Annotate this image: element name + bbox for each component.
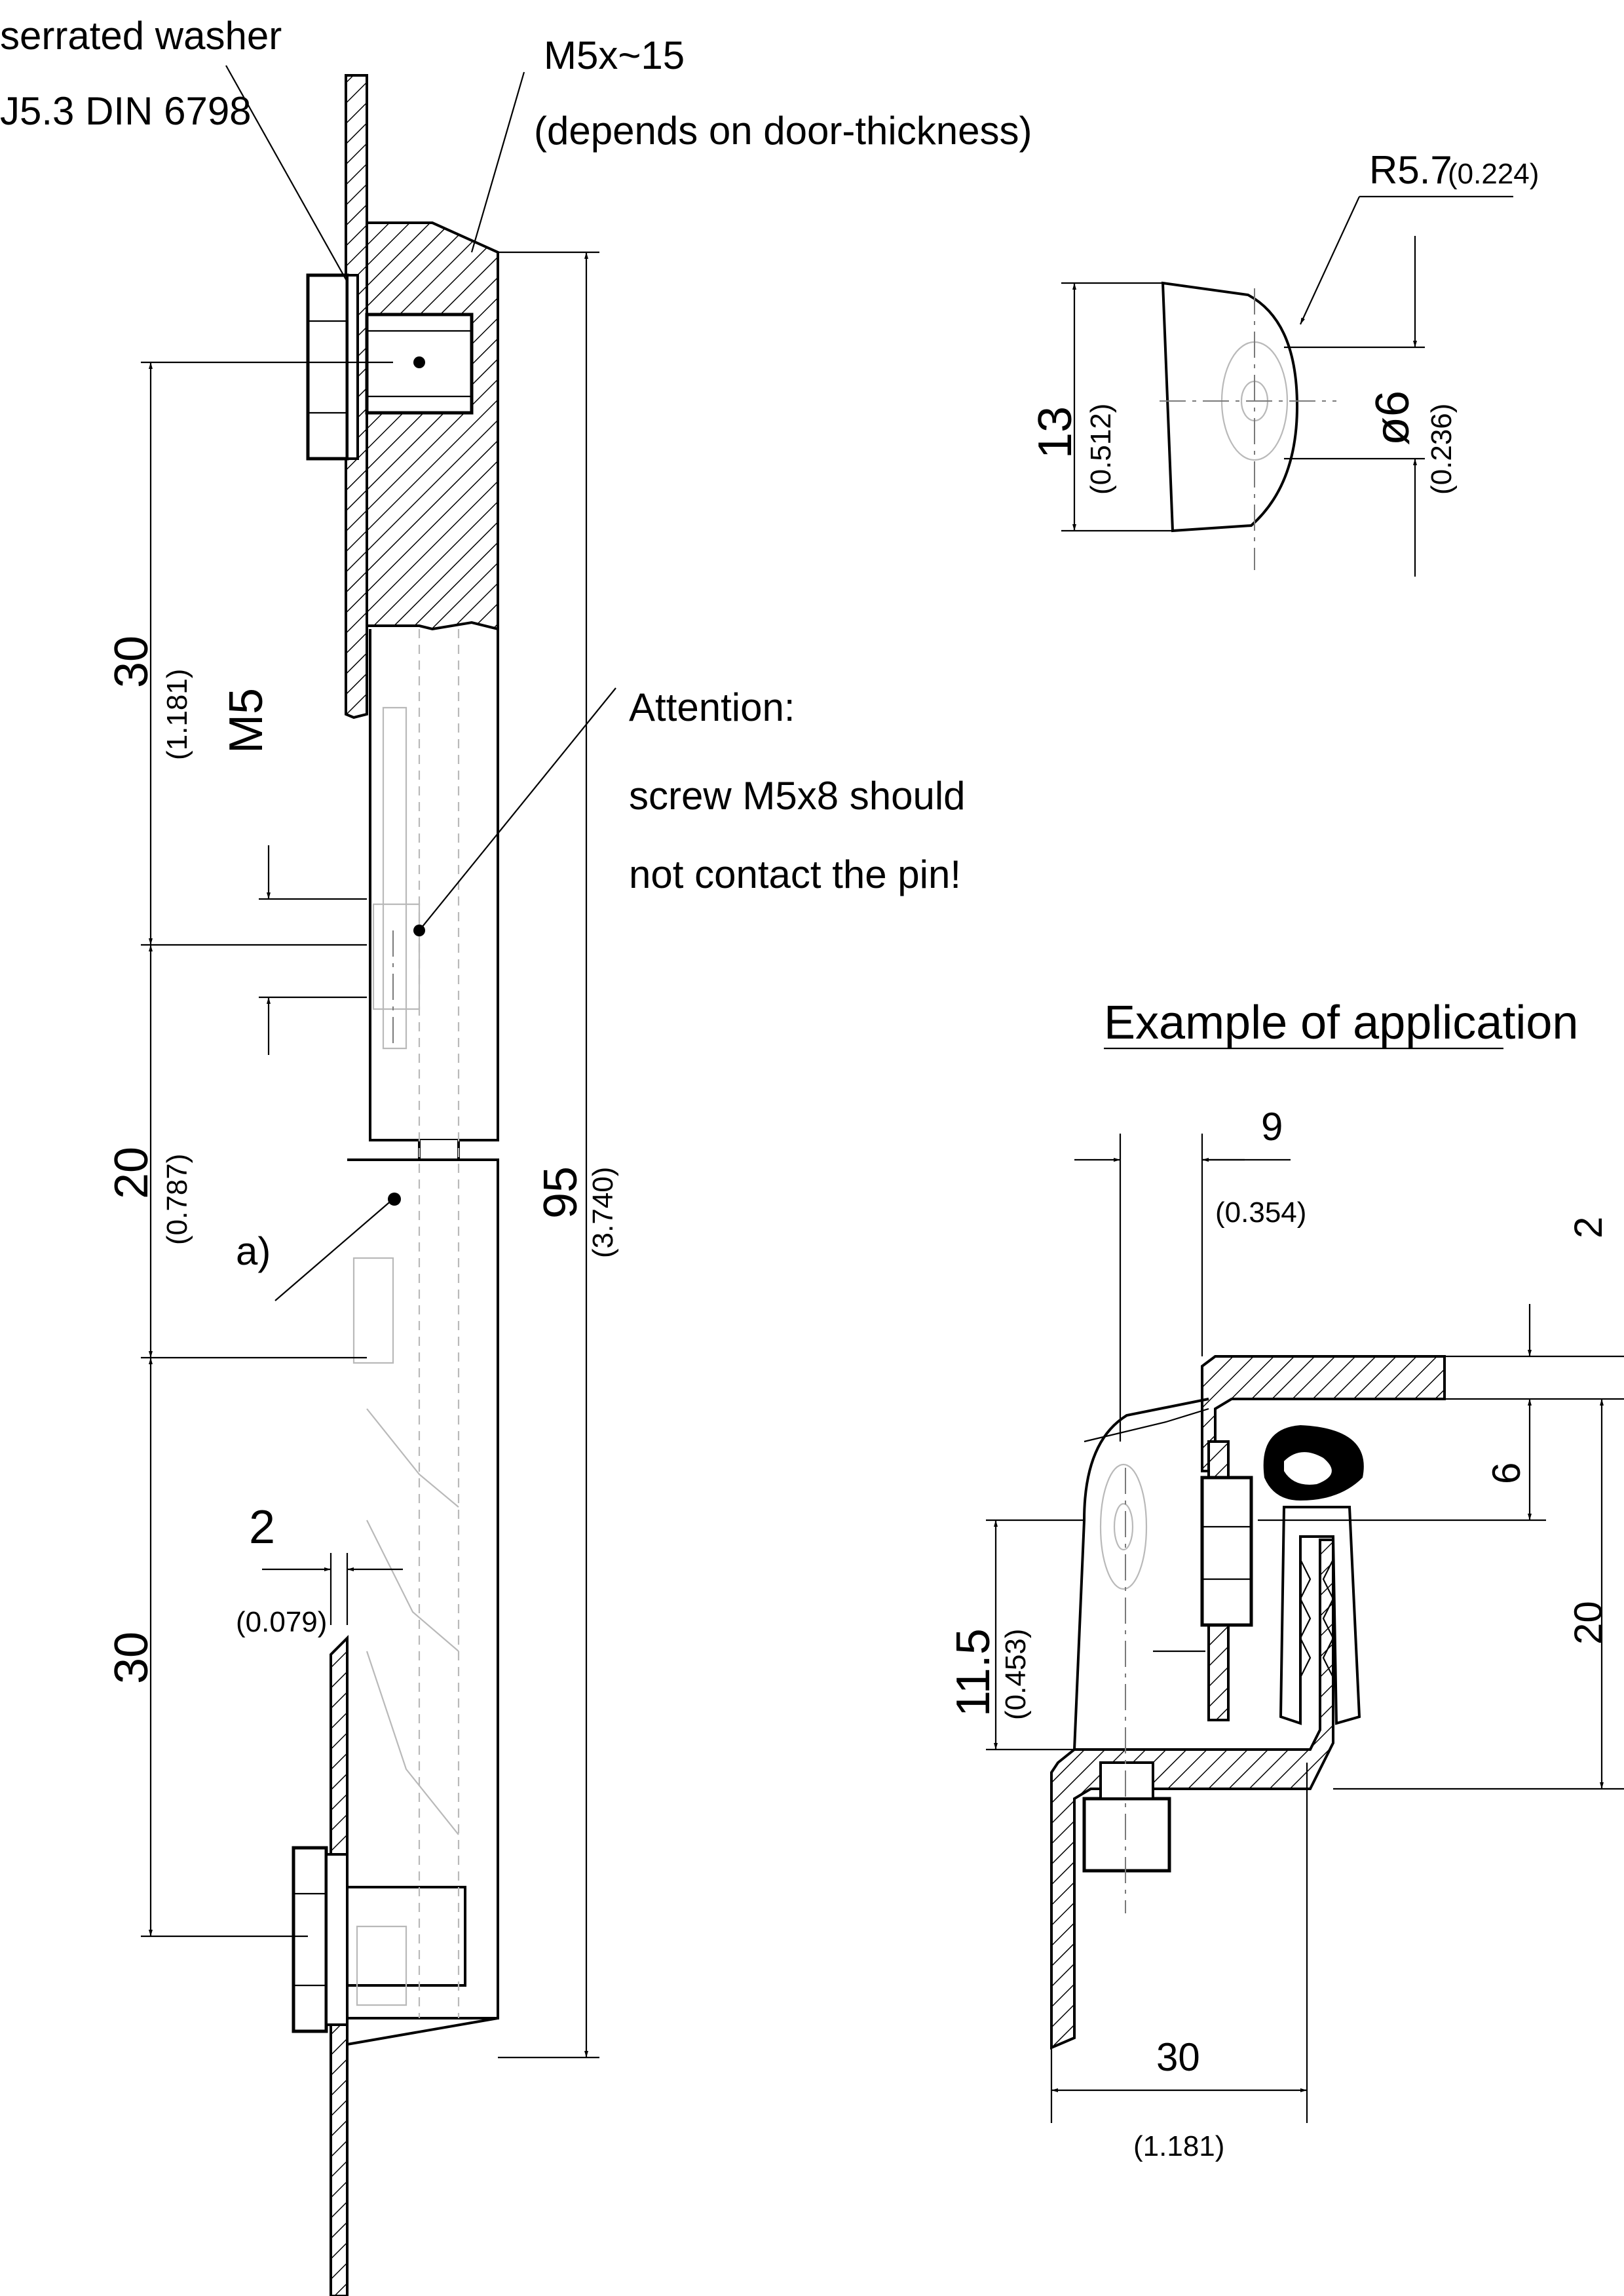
- washer-spec-label: J5.3 DIN 6798: [0, 89, 252, 133]
- dim-13: 13: [1029, 406, 1082, 459]
- dim-95: 95: [535, 1166, 587, 1219]
- attention-line-2: not contact the pin!: [629, 852, 961, 896]
- dim-30-app: 30: [1156, 2035, 1200, 2079]
- dim-13-inch: (0.512): [1085, 404, 1117, 495]
- door-sheet-top: [1201, 1355, 1446, 1472]
- knuckle-detail: [1061, 195, 1513, 577]
- leader-lines: [225, 65, 616, 1301]
- application-bottom-nut: [1082, 1797, 1171, 1873]
- bottom-bolt-head: [292, 1846, 328, 2033]
- knuckle-profile: [1161, 281, 1299, 533]
- attention-title: Attention:: [629, 685, 795, 729]
- dim-9-inch: (0.354): [1215, 1196, 1306, 1229]
- screw-note-label: (depends on door-thickness): [534, 109, 1032, 153]
- example-title: Example of application: [1104, 997, 1578, 1049]
- dim-30-app-inch: (1.181): [1133, 2130, 1224, 2162]
- application-view: [986, 1134, 1624, 2123]
- dim-2-left-inch: (0.079): [236, 1606, 327, 1638]
- dim-30-top: 30: [105, 636, 158, 688]
- dim-95-inch: (3.740): [587, 1167, 619, 1258]
- serrated-washer-label: serrated washer: [0, 14, 282, 58]
- upper-knuckle: [369, 629, 499, 1141]
- dim-2-left: 2: [249, 1501, 275, 1554]
- application-nut: [1200, 1476, 1253, 1627]
- lower-knuckle: [347, 1158, 499, 2019]
- dim-11-5-inch: (0.453): [1000, 1629, 1032, 1720]
- frame-profile: [1050, 1539, 1334, 2050]
- dim-6: 6: [1484, 1463, 1528, 1484]
- top-washer: [346, 274, 359, 460]
- dim-r57: R5.7: [1369, 148, 1452, 192]
- left-dimensions: [141, 251, 599, 2059]
- note-a-label: a): [236, 1229, 271, 1273]
- dim-2-right: 2: [1566, 1217, 1610, 1238]
- screw-spec-label: M5x~15: [544, 33, 685, 77]
- hidden-lines: [352, 629, 460, 2018]
- top-bolt-head: [306, 273, 349, 461]
- hinge-side-view: [292, 74, 499, 2296]
- dim-20: 20: [105, 1147, 158, 1199]
- dim-30-top-inch: (1.181): [161, 669, 193, 760]
- dim-m5: M5: [220, 688, 273, 754]
- attention-line-1: screw M5x8 should: [629, 774, 966, 818]
- dim-20-inch: (0.787): [161, 1154, 193, 1245]
- top-mounting-block: [366, 221, 499, 631]
- seal-body: [1279, 1506, 1361, 1725]
- bottom-mounting-block: [346, 2017, 499, 2046]
- dim-9: 9: [1261, 1105, 1283, 1149]
- dim-30-bottom: 30: [105, 1632, 158, 1684]
- dim-r57-inch: (0.224): [1448, 158, 1539, 190]
- dim-dia6-inch: (0.236): [1426, 404, 1458, 495]
- dim-dia6: ø6: [1367, 391, 1419, 446]
- dim-20-right: 20: [1566, 1601, 1610, 1645]
- bottom-washer: [325, 1853, 349, 2026]
- dim-11-5: 11.5: [947, 1628, 1000, 1717]
